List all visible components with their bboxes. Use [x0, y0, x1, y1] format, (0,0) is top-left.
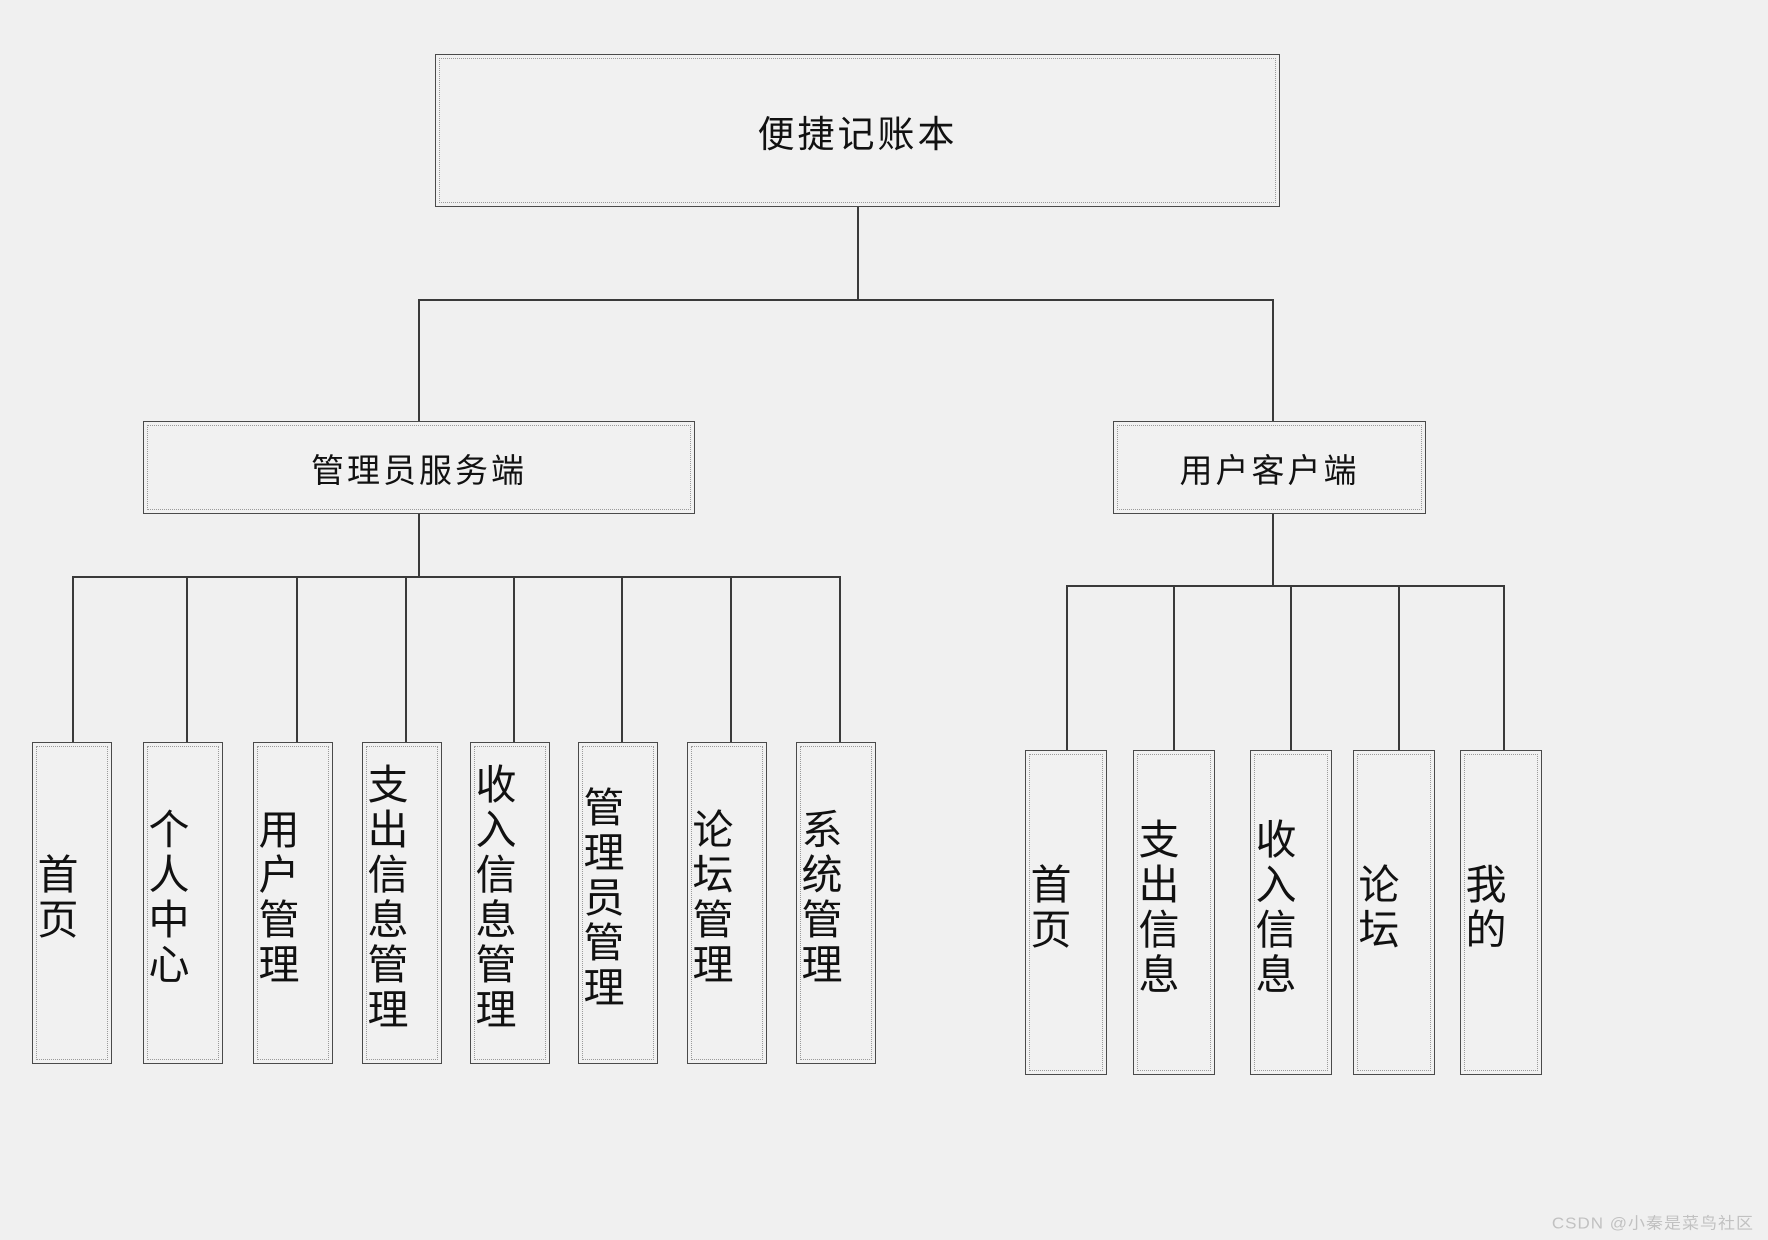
- connector-client-drop-2: [1173, 585, 1175, 750]
- node-admin-leaf-7-label: 论坛管理: [686, 808, 732, 988]
- node-admin-leaf-8-label: 系统管理: [795, 808, 841, 988]
- node-client-leaf-5[interactable]: 我的: [1459, 750, 1542, 1075]
- connector-root-bus: [418, 299, 1274, 301]
- connector-admin-drop-3: [296, 576, 298, 742]
- node-admin-leaf-1-label: 首页: [31, 853, 77, 943]
- node-client-leaf-3-label: 收入信息: [1249, 817, 1295, 998]
- connector-admin-drop-1: [72, 576, 74, 742]
- node-client-leaf-4[interactable]: 论坛: [1352, 750, 1435, 1075]
- connector-admin-drop-7: [730, 576, 732, 742]
- connector-client-drop-3: [1290, 585, 1292, 750]
- connector-root-to-client: [1272, 299, 1274, 421]
- connector-root-to-admin: [418, 299, 420, 421]
- node-client[interactable]: 用户客户端: [1113, 421, 1426, 514]
- node-admin-leaf-6[interactable]: 管理员管理: [577, 742, 658, 1064]
- connector-client-bus: [1066, 585, 1504, 587]
- connector-admin-drop-6: [621, 576, 623, 742]
- node-admin-leaf-2-label: 个人中心: [142, 808, 188, 988]
- node-admin-leaf-4[interactable]: 支出信息管理: [361, 742, 442, 1064]
- node-root[interactable]: 便捷记账本: [435, 54, 1280, 207]
- node-admin-label: 管理员服务端: [311, 451, 527, 489]
- node-admin-leaf-3[interactable]: 用户管理: [252, 742, 333, 1064]
- connector-admin-drop-8: [839, 576, 841, 742]
- node-client-label: 用户客户端: [1179, 451, 1360, 489]
- connector-root-stem: [857, 207, 859, 300]
- connector-admin-bus: [72, 576, 840, 578]
- node-admin-leaf-1[interactable]: 首页: [31, 742, 112, 1064]
- node-client-leaf-3[interactable]: 收入信息: [1249, 750, 1332, 1075]
- connector-client-drop-5: [1503, 585, 1505, 750]
- node-client-leaf-2-label: 支出信息: [1132, 817, 1178, 998]
- node-admin-leaf-2[interactable]: 个人中心: [142, 742, 223, 1064]
- node-admin-leaf-3-label: 用户管理: [252, 808, 298, 988]
- node-client-leaf-1-label: 首页: [1024, 862, 1070, 953]
- connector-admin-drop-2: [186, 576, 188, 742]
- node-admin-leaf-5[interactable]: 收入信息管理: [469, 742, 550, 1064]
- connector-client-stem: [1272, 514, 1274, 586]
- node-admin-leaf-4-label: 支出信息管理: [361, 763, 407, 1033]
- node-admin-leaf-5-label: 收入信息管理: [469, 763, 515, 1033]
- node-client-leaf-1[interactable]: 首页: [1024, 750, 1107, 1075]
- connector-client-drop-1: [1066, 585, 1068, 750]
- node-admin-leaf-8[interactable]: 系统管理: [795, 742, 876, 1064]
- node-root-label: 便捷记账本: [757, 113, 958, 155]
- node-admin-leaf-7[interactable]: 论坛管理: [686, 742, 767, 1064]
- connector-client-drop-4: [1398, 585, 1400, 750]
- node-client-leaf-2[interactable]: 支出信息: [1132, 750, 1215, 1075]
- node-admin-leaf-6-label: 管理员管理: [577, 785, 623, 1011]
- node-client-leaf-4-label: 论坛: [1352, 862, 1398, 953]
- csdn-watermark: CSDN @小秦是菜鸟社区: [1551, 1214, 1754, 1233]
- connector-admin-stem: [418, 514, 420, 577]
- node-admin[interactable]: 管理员服务端: [143, 421, 695, 514]
- connector-admin-drop-4: [405, 576, 407, 742]
- connector-admin-drop-5: [513, 576, 515, 742]
- node-client-leaf-5-label: 我的: [1459, 862, 1505, 953]
